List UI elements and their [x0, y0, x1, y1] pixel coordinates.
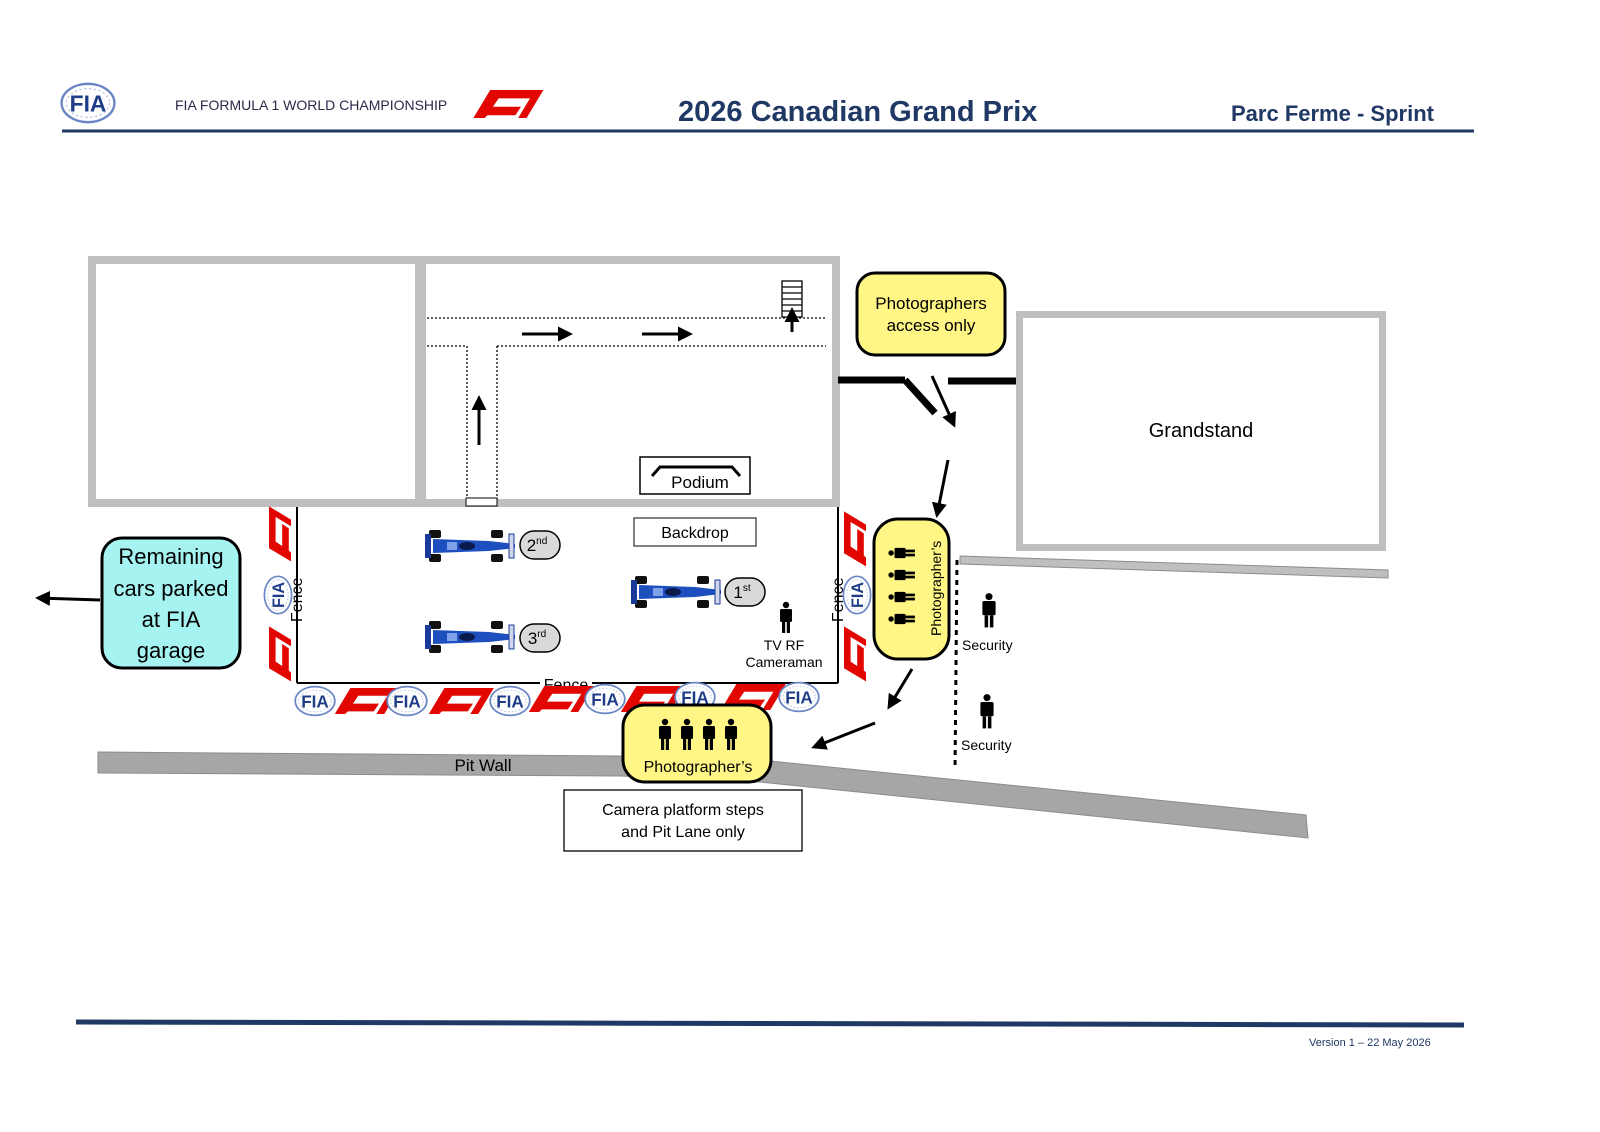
photographers-access-callout: Photographers access only	[855, 271, 1007, 357]
camera-line: Camera platform steps	[602, 802, 764, 819]
svg-text:2nd: 2nd	[527, 536, 548, 555]
fence-left-label: Fence	[289, 577, 306, 622]
cameraman-label: Cameraman	[745, 654, 822, 670]
fia-logo-icon	[263, 575, 293, 615]
backdrop-label: Backdrop	[661, 525, 729, 542]
f1-logo-icon	[269, 506, 291, 562]
race-car-icon	[630, 575, 722, 609]
race-car-icon	[424, 620, 516, 654]
f1-logo-icon	[844, 511, 866, 567]
arrow-icon	[887, 668, 914, 710]
podium-label: Podium	[671, 473, 729, 492]
photographers-area-right: Photographer’s	[872, 517, 951, 661]
walkway	[427, 317, 826, 500]
security-label: Security	[962, 637, 1013, 653]
event-title: 2026 Canadian Grand Prix	[678, 96, 1037, 128]
access-line: access only	[887, 316, 976, 335]
podium: Podium	[639, 456, 751, 495]
backdrop: Backdrop	[633, 517, 757, 547]
header-championship: FIA FORMULA 1 WORLD CHAMPIONSHIP	[175, 97, 447, 113]
version-label: Version 1 – 22 May 2026	[1309, 1037, 1431, 1049]
footer-rule	[75, 1019, 1465, 1028]
remaining-line: cars parked	[114, 576, 229, 601]
security-line	[953, 559, 959, 771]
position-suffix: rd	[537, 629, 546, 640]
f1-logo-icon	[473, 90, 544, 118]
arrow-icon	[35, 590, 101, 606]
fence-right-label: Fence	[830, 577, 847, 622]
camera-line: and Pit Lane only	[621, 824, 745, 841]
race-car-icon	[424, 529, 516, 563]
position-number: 2	[527, 536, 536, 555]
building-podium-area	[423, 256, 840, 507]
arrow-icon	[931, 459, 950, 518]
pit-wall-label: Pit Wall	[455, 756, 512, 775]
position-suffix: nd	[536, 536, 547, 547]
f1-logo-icon	[844, 626, 866, 682]
photographers-area-bottom: Photographer’s	[621, 703, 773, 784]
remaining-line: Remaining	[118, 544, 223, 569]
building-left	[88, 256, 423, 507]
camera-platform-note: Camera platform steps and Pit Lane only	[563, 789, 803, 852]
page-subtitle: Parc Ferme - Sprint	[1231, 101, 1435, 126]
person-icon	[982, 593, 996, 628]
svg-text:3rd: 3rd	[528, 629, 546, 648]
walkway-door	[465, 497, 498, 507]
position-badge-3rd: 3rd	[519, 623, 561, 653]
position-suffix: st	[743, 583, 751, 594]
grandstand-label: Grandstand	[1149, 420, 1254, 442]
remaining-cars-callout: Remaining cars parked at FIA garage	[100, 536, 242, 670]
person-icon	[980, 694, 994, 729]
fia-logo-icon	[60, 82, 116, 124]
access-gate	[838, 376, 1020, 416]
security-label: Security	[961, 737, 1012, 753]
photographers-bottom-label: Photographer’s	[644, 759, 753, 776]
arrow-icon	[930, 375, 956, 428]
fia-logo-icon	[842, 575, 872, 615]
arrow-icon	[811, 721, 876, 750]
photographers-right-label: Photographer’s	[928, 541, 944, 636]
position-number: 3	[528, 629, 537, 648]
grandstand: Grandstand	[1016, 311, 1386, 551]
position-badge-2nd: 2nd	[519, 530, 561, 560]
person-icon	[780, 601, 792, 633]
position-number: 1	[733, 583, 742, 602]
position-badge-1st: 1st	[724, 577, 766, 607]
grandstand-barrier	[959, 555, 1389, 579]
svg-text:1st: 1st	[733, 583, 750, 602]
remaining-line: at FIA	[142, 607, 201, 632]
f1-logo-icon	[269, 626, 291, 682]
remaining-line: garage	[137, 638, 206, 663]
access-line: Photographers	[875, 294, 987, 313]
tv-rf-label: TV RF	[764, 637, 804, 653]
